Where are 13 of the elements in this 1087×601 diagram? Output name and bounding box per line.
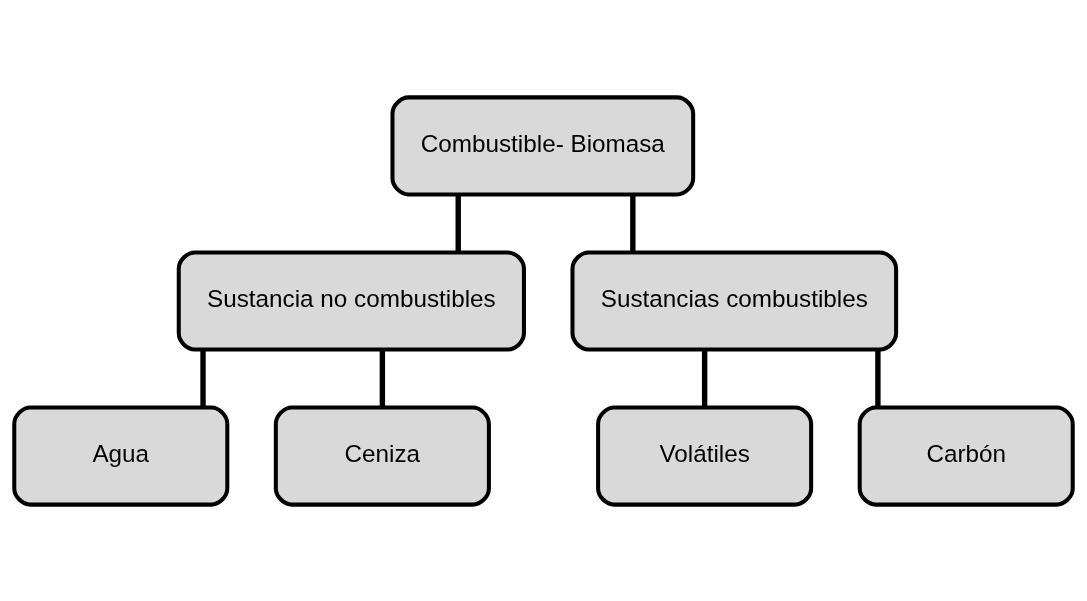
connector [630, 194, 636, 252]
connector [701, 349, 708, 407]
node-box: Ceniza [273, 405, 491, 507]
connector [200, 349, 206, 407]
node-box: Agua [12, 405, 230, 507]
connector [379, 349, 386, 407]
node-box: Sustancia no combustibles [176, 249, 526, 352]
node-box: Carbón [857, 405, 1075, 507]
node-box: Volátiles [596, 405, 814, 507]
node-box: Sustancias combustibles [570, 249, 899, 352]
connector [875, 349, 881, 407]
node-box: Combustible- Biomasa [390, 94, 696, 196]
connector [455, 194, 461, 252]
